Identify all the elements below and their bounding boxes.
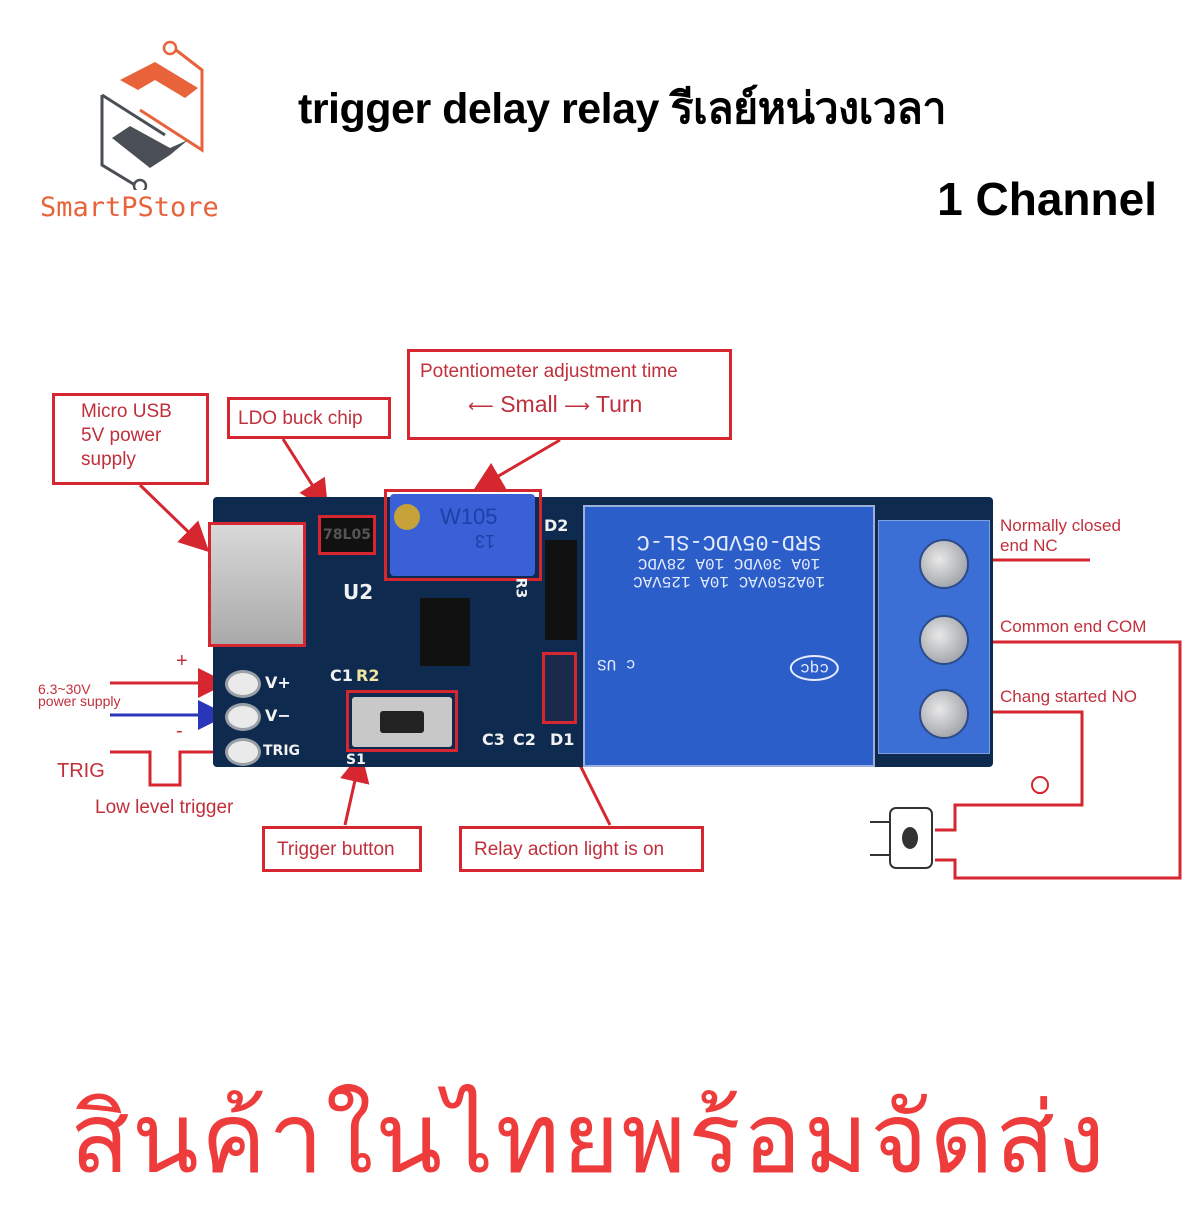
callout-pot-turn: Turn [595, 391, 643, 417]
pin-vplus-pad [225, 670, 261, 698]
silk-c1: C1 [330, 666, 353, 685]
silk-u2: U2 [343, 580, 374, 604]
callout-micro-usb-line2: 5V power [81, 425, 162, 446]
relay-cqc-mark: cqc [790, 655, 839, 681]
callout-micro-usb-line3: supply [81, 449, 136, 470]
led-d1-highlight [542, 652, 577, 724]
button-highlight [346, 690, 458, 752]
bulb-icon [1031, 776, 1049, 794]
silk-s1: S1 [346, 752, 366, 768]
led-d2 [545, 540, 577, 640]
pot-highlight [384, 489, 542, 581]
callout-relay-light-label: Relay action light is on [474, 839, 665, 860]
micro-usb-port [210, 523, 305, 645]
relay-ul-mark: c US [597, 655, 636, 673]
pin-trig-label: TRIG [263, 743, 301, 759]
callout-trigger-button: Trigger button [262, 826, 422, 872]
trigger-button[interactable] [352, 697, 452, 747]
relay-marking-rating2: 10A250VAC 10A 125VAC [632, 572, 826, 590]
label-nc-line2: end NC [1000, 536, 1058, 555]
potentiometer[interactable]: W105 13 [390, 494, 535, 576]
callout-micro-usb: Micro USB 5V power supply [52, 393, 209, 485]
pot-screw-icon [394, 504, 420, 530]
relay: 10A250VAC 10A 125VAC 10A 30VDC 10A 28VDC… [583, 505, 875, 767]
callout-potentiometer: Potentiometer adjustment time ⟵ Small ⟶ … [407, 349, 732, 440]
brand-logo [90, 40, 220, 194]
silk-d1: D1 [550, 730, 575, 749]
label-nc-line1: Normally closed [1000, 516, 1121, 535]
plug-icon [870, 807, 933, 869]
footer-banner: สินค้าในไทยพร้อมจัดส่ง [70, 1082, 1107, 1196]
silk-d2: D2 [544, 516, 569, 535]
pin-vplus-label: V+ [265, 673, 291, 692]
callout-pot-small: Small [500, 391, 558, 417]
brand-name: SmartPStore [40, 192, 219, 223]
terminal-nc-screw[interactable] [919, 539, 969, 589]
label-power-supply: 6.3~30V power supply [38, 681, 121, 709]
callout-ldo: LDO buck chip [227, 397, 391, 439]
callout-pot-title: Potentiometer adjustment time [420, 361, 678, 382]
relay-marking-model: SRD-05VDC-SL-C [636, 529, 822, 554]
silk-r3: R3 [512, 577, 529, 599]
page-title: trigger delay relay รีเลย์หน่วงเวลา [298, 85, 946, 133]
pin-trig-pad [225, 738, 261, 766]
label-power-voltage: 6.3~30V [38, 681, 91, 697]
callout-relay-light: Relay action light is on [459, 826, 704, 872]
silk-c3: C3 [482, 730, 505, 749]
label-com: Common end COM [1000, 617, 1147, 636]
silk-r2: R2 [356, 666, 380, 685]
usb-highlight [208, 522, 306, 647]
terminal-com-screw[interactable] [919, 615, 969, 665]
label-trig: TRIG [57, 760, 105, 782]
terminal-block [878, 520, 990, 754]
label-power-text: power supply [38, 693, 121, 709]
pin-vminus-pad [225, 703, 261, 731]
callout-ldo-label: LDO buck chip [238, 408, 363, 429]
label-nc: Normally closed end NC [1000, 516, 1121, 556]
regulator-chip: 78L05 [318, 515, 376, 555]
logo-circuit-s-icon [100, 40, 204, 194]
page-subtitle: 1 Channel [937, 173, 1157, 225]
relay-marking-rating1: 10A 30VDC 10A 28VDC [637, 554, 821, 572]
ic-chip [420, 598, 470, 666]
callout-micro-usb-line1: Micro USB [81, 401, 172, 422]
left-arrow-icon: ⟵ [468, 396, 494, 416]
callout-trigger-label: Trigger button [277, 839, 395, 860]
silk-c2: C2 [513, 730, 536, 749]
right-arrow-icon: ⟶ [564, 396, 590, 416]
label-minus: - [176, 720, 183, 742]
pin-vminus-label: V− [265, 706, 291, 725]
label-low-level: Low level trigger [95, 797, 234, 818]
label-plus: + [176, 650, 188, 672]
terminal-no-screw[interactable] [919, 689, 969, 739]
label-no: Chang started NO [1000, 687, 1138, 706]
